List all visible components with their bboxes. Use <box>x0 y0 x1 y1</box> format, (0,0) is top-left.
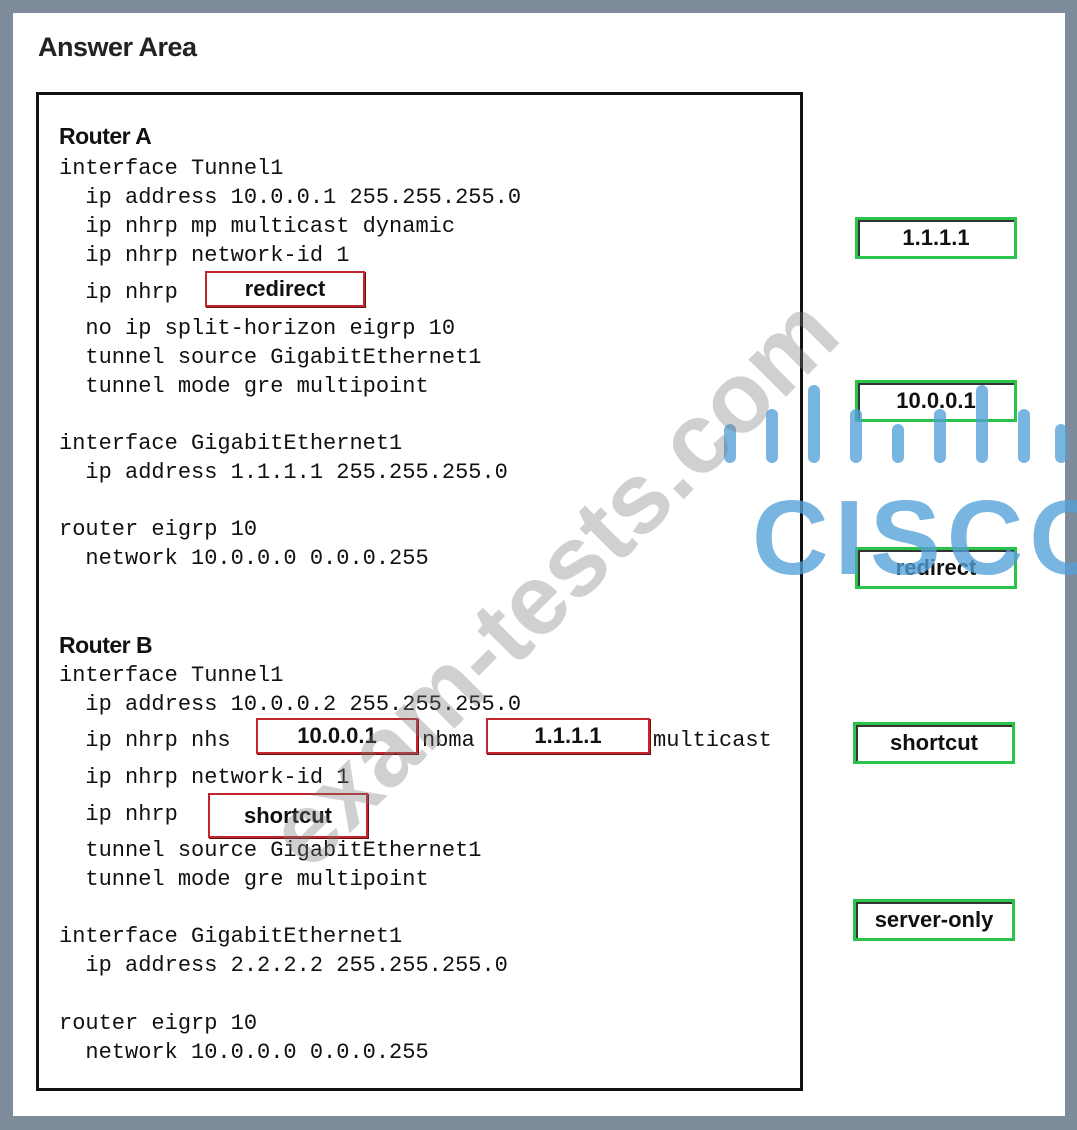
code-line: tunnel source GigabitEthernet1 <box>59 345 482 370</box>
code-line: multicast <box>653 728 772 753</box>
option-shortcut[interactable]: shortcut <box>853 722 1015 764</box>
answer-area-title: Answer Area <box>38 32 197 62</box>
code-line: tunnel source GigabitEthernet1 <box>59 838 482 863</box>
code-line: tunnel mode gre multipoint <box>59 374 429 399</box>
router-a-heading: Router A <box>59 123 152 149</box>
code-line: network 10.0.0.0 0.0.0.255 <box>59 546 429 571</box>
drop-slot-router-a-nhrp[interactable]: redirect <box>205 271 365 307</box>
code-line: interface GigabitEthernet1 <box>59 431 403 456</box>
code-line: network 10.0.0.0 0.0.0.255 <box>59 1040 429 1065</box>
code-line: interface Tunnel1 <box>59 663 284 688</box>
code-line: no ip split-horizon eigrp 10 <box>59 316 456 341</box>
code-line: ip address 1.1.1.1 255.255.255.0 <box>59 460 508 485</box>
code-line: interface Tunnel1 <box>59 156 284 181</box>
config-box <box>36 92 803 1091</box>
code-line: ip address 10.0.0.1 255.255.255.0 <box>59 185 522 210</box>
code-line: ip nhrp network-id 1 <box>59 765 350 790</box>
code-line: router eigrp 10 <box>59 517 258 542</box>
code-line: interface GigabitEthernet1 <box>59 924 403 949</box>
code-line: tunnel mode gre multipoint <box>59 867 429 892</box>
code-line: ip address 2.2.2.2 255.255.255.0 <box>59 953 508 978</box>
code-line: ip address 10.0.0.2 255.255.255.0 <box>59 692 522 717</box>
option-10-0-0-1[interactable]: 10.0.0.1 <box>855 380 1017 422</box>
router-b-heading: Router B <box>59 632 153 658</box>
code-line: nbma <box>422 728 475 753</box>
drop-slot-router-b-nhs[interactable]: 10.0.0.1 <box>256 718 418 754</box>
option-server-only[interactable]: server-only <box>853 899 1015 941</box>
drop-slot-router-b-nbma[interactable]: 1.1.1.1 <box>486 718 650 754</box>
code-line: ip nhrp mp multicast dynamic <box>59 214 456 239</box>
drop-slot-router-b-nhrp[interactable]: shortcut <box>208 793 368 838</box>
option-1-1-1-1[interactable]: 1.1.1.1 <box>855 217 1017 259</box>
code-line: router eigrp 10 <box>59 1011 258 1036</box>
code-line: ip nhrp <box>59 802 178 827</box>
option-redirect[interactable]: redirect <box>855 547 1017 589</box>
code-line: ip nhrp nhs <box>59 728 231 753</box>
code-line: ip nhrp network-id 1 <box>59 243 350 268</box>
code-line: ip nhrp <box>59 280 178 305</box>
